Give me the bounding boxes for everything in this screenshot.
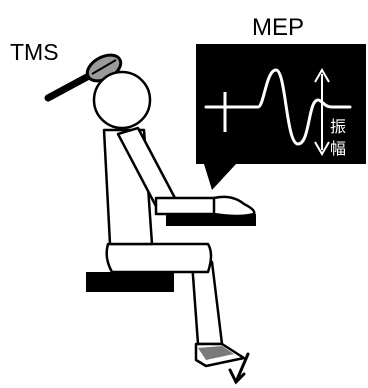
head <box>92 70 152 130</box>
mep-monitor: 振 幅 <box>196 44 366 190</box>
seated-subject <box>86 70 256 368</box>
amplitude-label-char2: 幅 <box>330 139 346 158</box>
movement-arrow-icon <box>228 352 250 385</box>
chair-seat <box>86 272 174 292</box>
tms-label: TMS <box>10 39 59 65</box>
lower-leg <box>190 260 224 346</box>
thigh <box>105 242 213 274</box>
forearm <box>154 196 220 216</box>
monitor-screen <box>196 44 366 190</box>
amplitude-label-char1: 振 <box>330 117 346 136</box>
target-muscle <box>198 346 234 360</box>
hand <box>212 195 256 218</box>
mep-label: MEP <box>252 14 304 41</box>
double-arrow-icon <box>314 68 330 156</box>
